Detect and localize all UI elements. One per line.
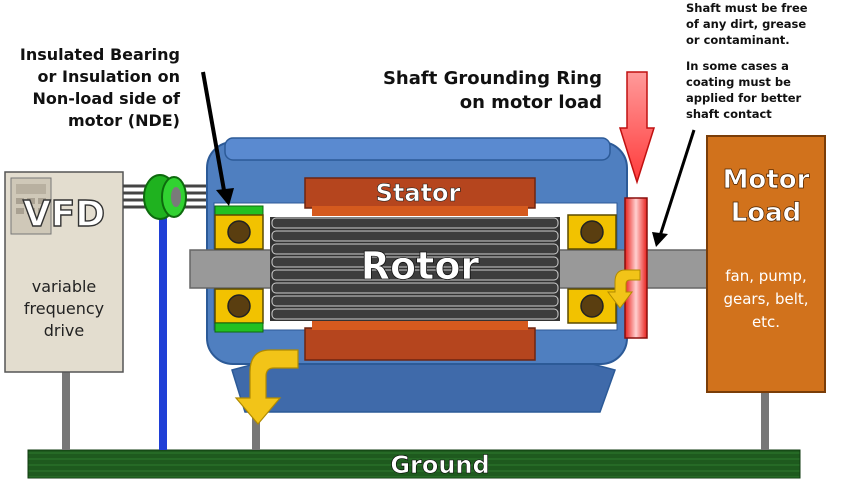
ground-bar [27,449,801,479]
vfd-display-icon [16,184,46,194]
stator-label: Stator [376,179,461,207]
rotor [270,217,560,321]
bearing-de-top [567,214,617,250]
motor-leg [252,405,260,450]
ground-wire [159,215,167,450]
shaft-note-pointer-line [658,129,696,237]
bearing-de-bottom [567,288,617,324]
stator-bottom [304,327,536,361]
shaft-note-1-line-3: or contaminant. [686,33,790,47]
current-arrow-frame-icon [234,349,299,425]
bearing-pointer-line [201,71,227,197]
load-leg [761,392,769,450]
insulation-strip-bottom [214,322,264,333]
shaft-note-1-line-2: of any dirt, grease [686,17,806,31]
bearing-callout-line-3: Non-load side of [32,89,181,108]
vfd-title: VFD [23,194,105,235]
stator-bottom-inner [312,320,528,330]
vfd-key-icon [38,208,46,214]
vfd-key-icon [38,198,46,204]
ring-pointer-arrow-icon [618,71,656,185]
bearing-callout-line-4: motor (NDE) [68,111,180,130]
vfd-desc-line-3: drive [44,321,85,340]
ground-label: Ground [390,451,489,479]
motor-top-cover [224,137,611,161]
shaft-note-arrowhead-icon [652,232,668,247]
bearing-callout-line-2: or Insulation on [38,67,180,86]
ring-callout-line-2: on motor load [460,92,602,113]
vfd-key-icon [16,198,24,204]
vfd-key-icon [27,208,35,214]
ring-callout-line-1: Shaft Grounding Ring [383,68,602,89]
motor-load-desc-1: fan, pump, [725,267,806,285]
vfd-key-icon [16,208,24,214]
insulation-strip-top [214,205,264,216]
bearing-callout-line-1: Insulated Bearing [20,45,180,64]
cable-shield-clamp [143,174,187,220]
motor-load-desc-2: gears, belt, [723,290,808,308]
shaft-note-2-line-3: applied for better [686,91,802,105]
shaft-note-2-line-1: In some cases a [686,59,789,73]
motor-load-title-1: Motor [723,165,810,195]
vfd-leg [62,372,70,450]
shaft-note-1-line-1: Shaft must be free [686,1,808,15]
motor-load-desc-3: etc. [752,313,780,331]
current-arrow-ring-icon [607,269,641,309]
motor-load-title-2: Load [731,198,802,228]
rotor-label: Rotor [361,244,480,288]
shaft-note-2-line-4: shaft contact [686,107,772,121]
bearing-nde-top [214,214,264,250]
shaft-note-2-line-2: coating must be [686,75,791,89]
shaft-grounding-ring [624,197,648,339]
vfd-desc-line-2: frequency [24,299,104,318]
stator-top [304,177,536,209]
bearing-pointer-arrowhead-icon [216,188,234,206]
vfd-desc-line-1: variable [32,277,97,296]
vfd-key-icon [27,198,35,204]
motor-base [231,361,616,413]
stator-top-inner [312,206,528,216]
bearing-nde-bottom [214,288,264,324]
motor-load-box [706,135,826,393]
